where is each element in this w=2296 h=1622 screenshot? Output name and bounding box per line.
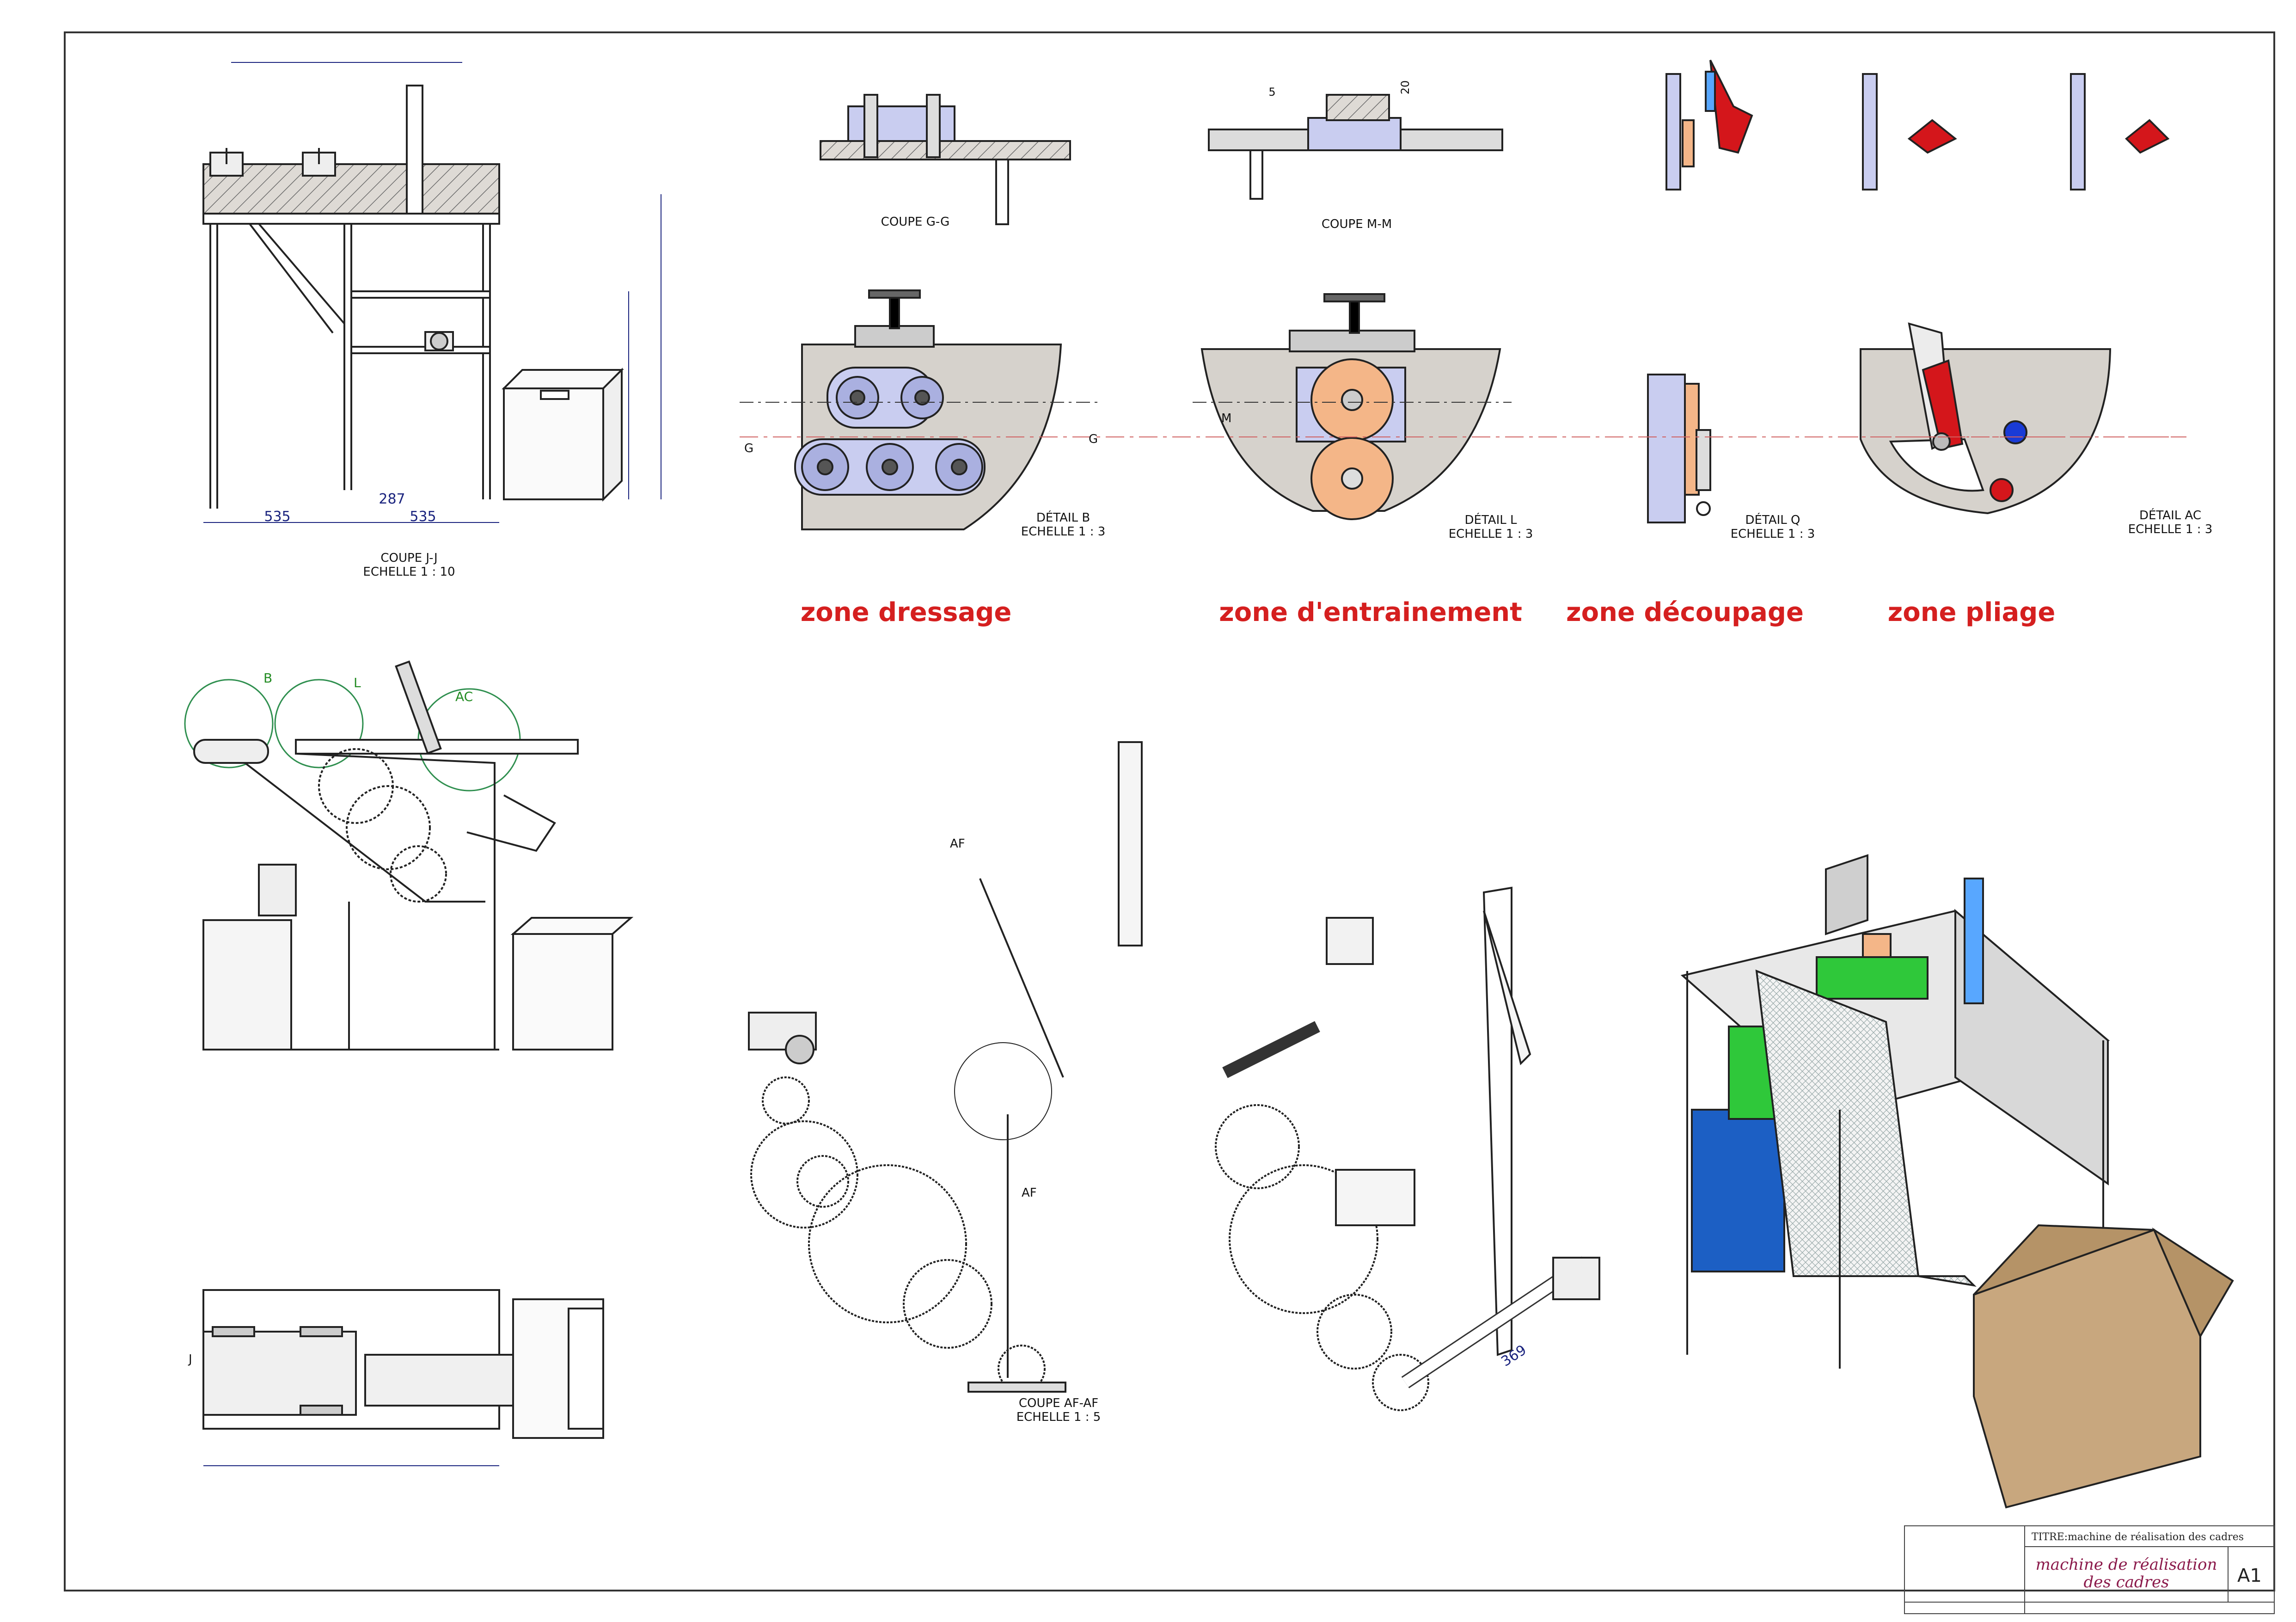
title-block-name-line2: des cadres <box>2083 1573 2169 1591</box>
detail-q-view <box>1647 60 1753 523</box>
title-block <box>1904 1525 2275 1614</box>
coupe-mm-view <box>1208 94 1503 200</box>
detail-l-label: DÉTAIL L ECHELLE 1 : 3 <box>1448 513 1533 541</box>
side-elevation-view <box>184 660 634 1051</box>
sheet-border <box>64 31 2275 1591</box>
detail-ac-label: DÉTAIL AC ECHELLE 1 : 3 <box>2128 509 2213 536</box>
zone-decoupage-title: zone découpage <box>1566 597 1804 627</box>
dimension-535-right: 535 <box>410 509 436 525</box>
title-block-format: A1 <box>2237 1565 2262 1586</box>
coupe-jj-label: COUPE J-J ECHELLE 1 : 10 <box>363 551 455 579</box>
detail-l-view <box>1193 293 1512 520</box>
detail-circle-label-l: L <box>354 675 361 690</box>
zone-dressage-title: zone dressage <box>800 597 1012 627</box>
detail-ac-view <box>1844 73 2182 515</box>
dimension-287: 287 <box>379 491 405 507</box>
coupe-gg-view <box>820 94 1071 225</box>
plan-view <box>202 1289 604 1466</box>
zone-pliage-title: zone pliage <box>1887 597 2056 627</box>
gear-train-view <box>748 741 1143 1393</box>
dimension-5: 5 <box>1268 86 1276 98</box>
section-marker-af-top: AF <box>950 837 965 851</box>
detail-circle-label-b: B <box>263 670 273 686</box>
dimension-20: 20 <box>1399 80 1412 95</box>
section-marker-g-left: G <box>744 442 754 455</box>
detail-b-label: DÉTAIL B ECHELLE 1 : 3 <box>1021 511 1106 539</box>
coupe-afaf-label: COUPE AF-AF ECHELLE 1 : 5 <box>1016 1396 1101 1424</box>
title-block-titre: TITRE:machine de réalisation des cadres <box>2032 1531 2244 1543</box>
dimension-535-left: 535 <box>264 509 291 525</box>
coupe-mm-label: COUPE M-M <box>1321 217 1392 231</box>
section-marker-m: M <box>1221 412 1232 425</box>
detail-circle-label-ac: AC <box>455 689 473 704</box>
coupe-jj-view <box>202 62 661 523</box>
title-block-name-line1: machine de réalisation <box>2035 1555 2217 1574</box>
section-marker-af-mid: AF <box>1022 1186 1037 1200</box>
isometric-machine-view <box>1680 854 2234 1509</box>
coupe-gg-label: COUPE G-G <box>881 215 950 229</box>
section-marker-g-right: G <box>1089 432 1098 446</box>
isometric-mechanism-view <box>1215 886 1600 1411</box>
section-marker-j: J <box>189 1352 192 1366</box>
zone-entrainement-title: zone d'entrainement <box>1219 597 1522 627</box>
detail-q-label: DÉTAIL Q ECHELLE 1 : 3 <box>1730 513 1815 541</box>
detail-b-view <box>740 289 1100 530</box>
